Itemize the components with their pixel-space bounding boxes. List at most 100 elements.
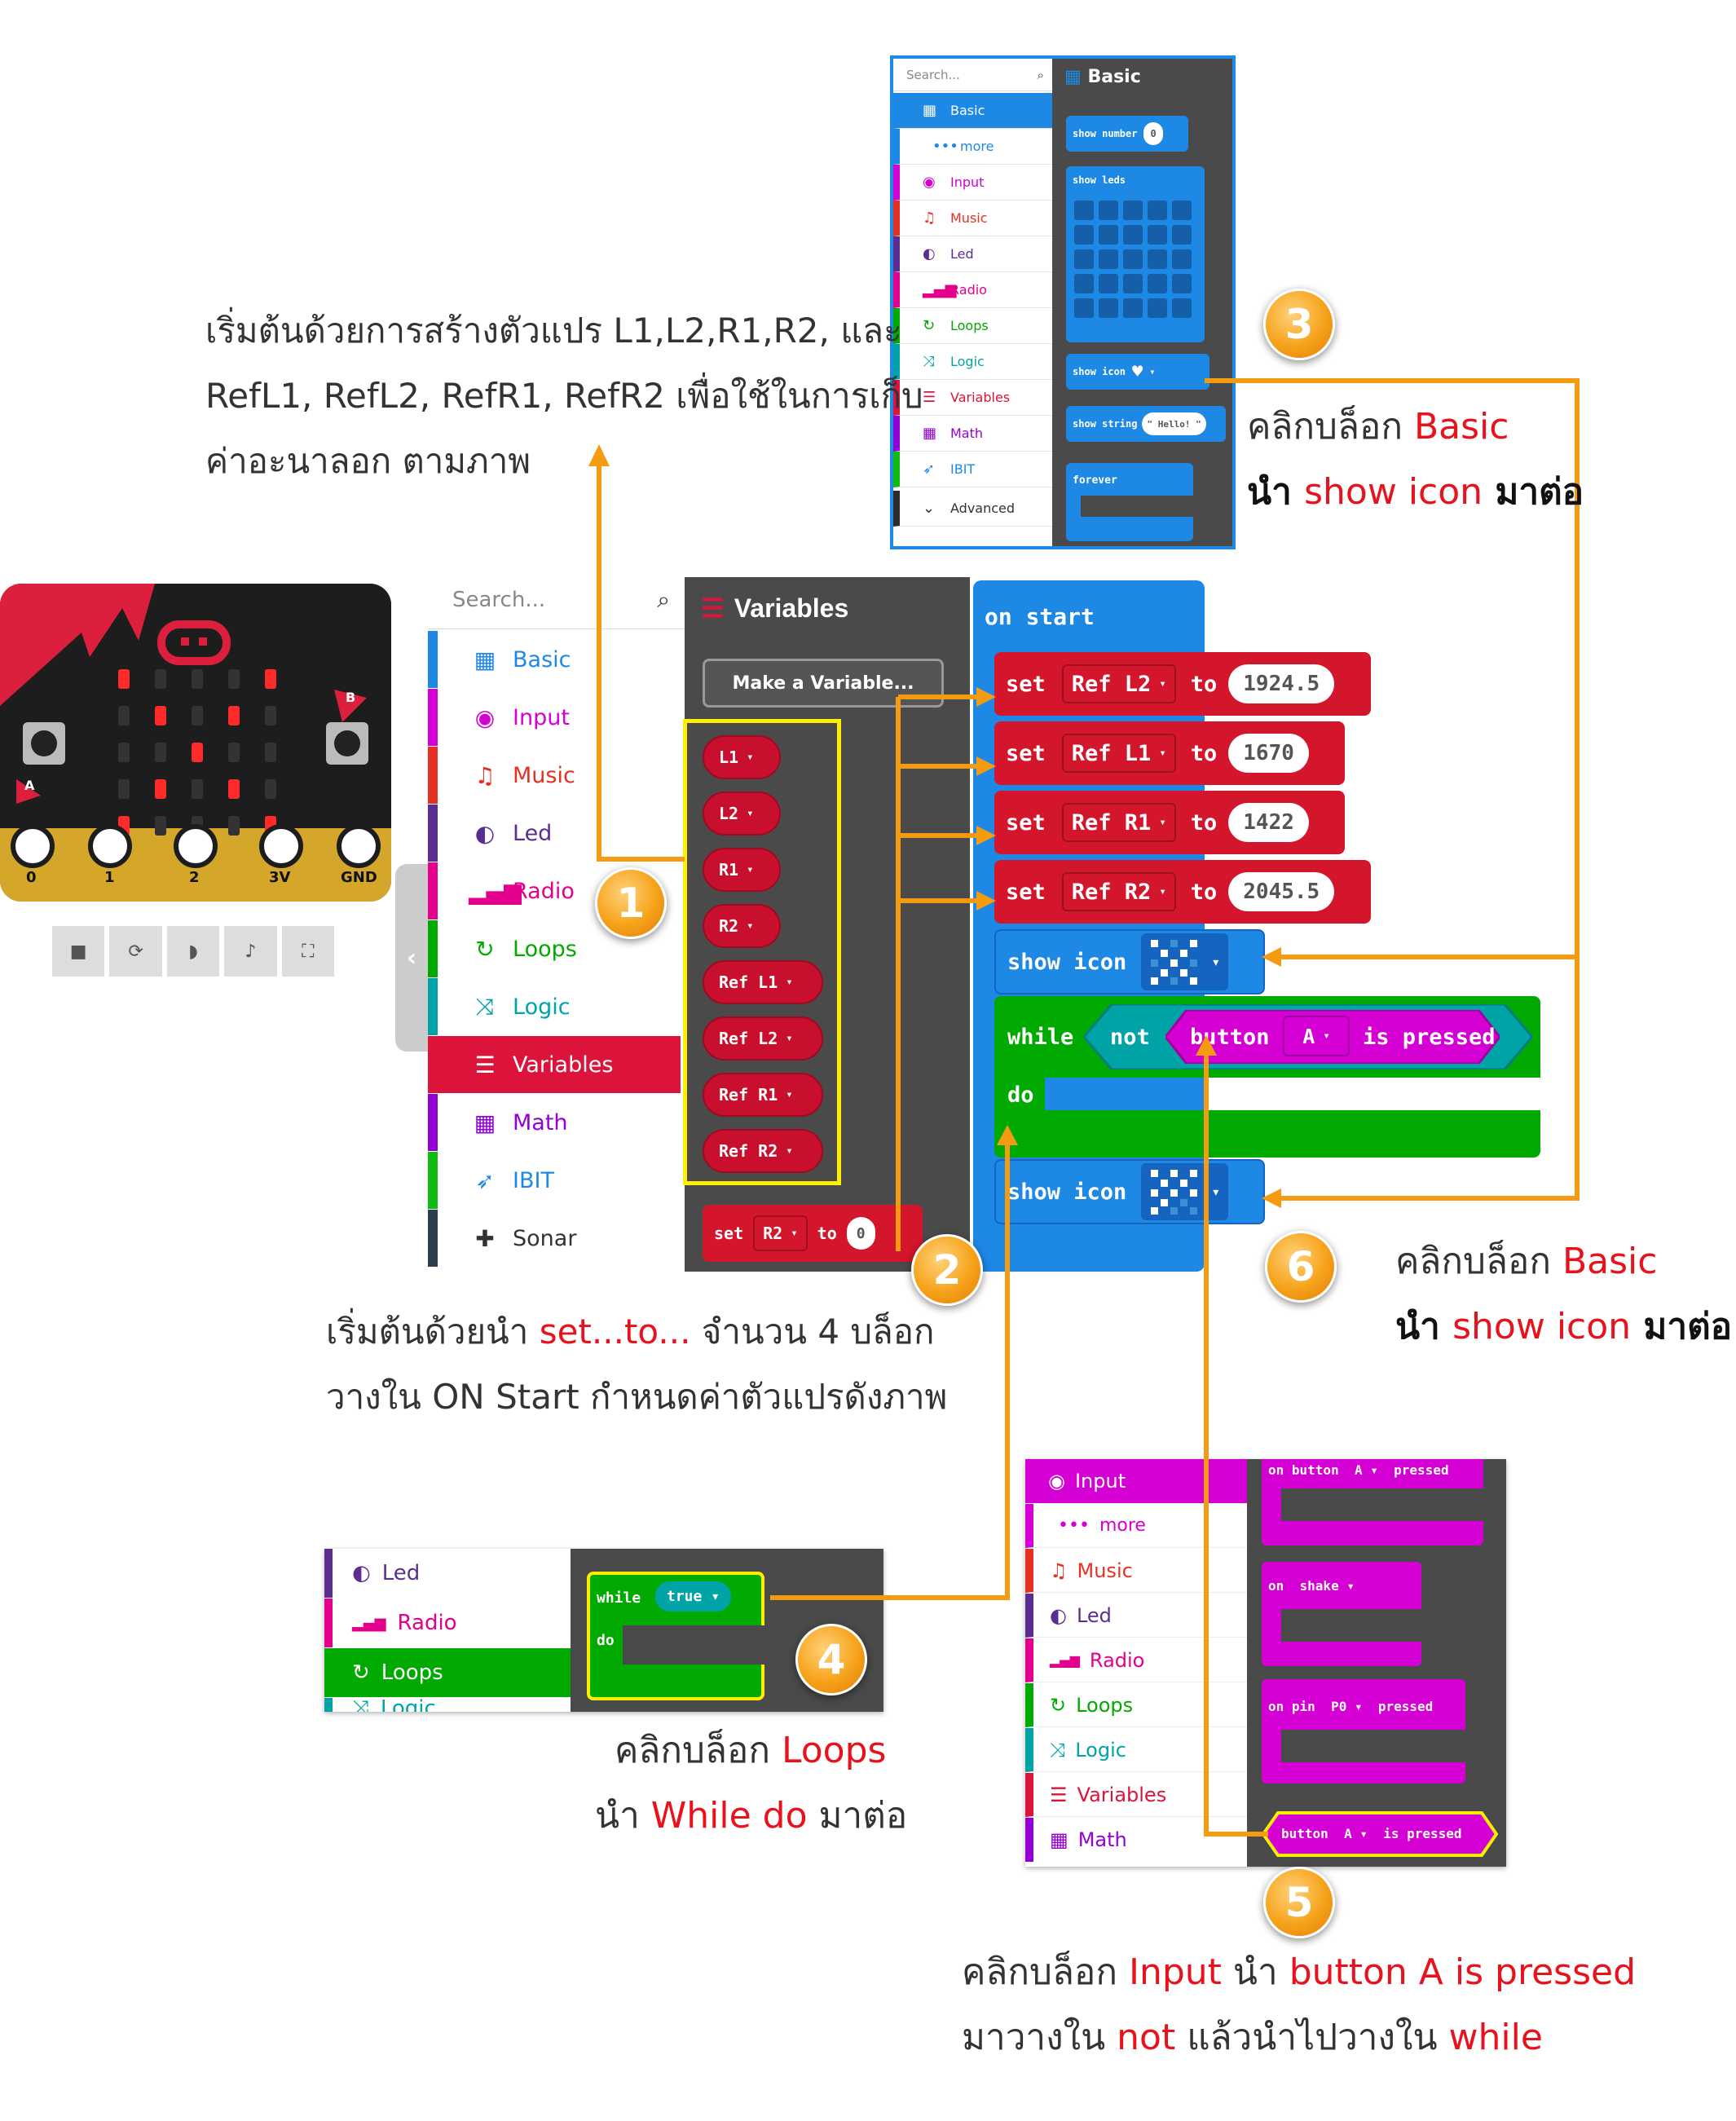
make-variable-button[interactable]: Make a Variable... — [703, 659, 944, 708]
loop-icon: ↻ — [475, 935, 495, 963]
var-block-r2[interactable]: R2▾ — [703, 904, 781, 948]
category-sonar[interactable]: ✚Sonar — [428, 1210, 681, 1267]
lp-category-logic[interactable]: ⤨Logic — [324, 1698, 571, 1712]
ip-category-radio[interactable]: ▂▄▆Radio — [1025, 1638, 1247, 1682]
fullscreen-icon[interactable]: ⛶ — [281, 926, 335, 977]
category-music[interactable]: ♫Music — [428, 747, 681, 804]
toggle-icon: ◐ — [923, 245, 936, 262]
bp-category-radio[interactable]: ▂▄▆Radio — [893, 272, 1052, 308]
var-block-ref-l1[interactable]: Ref L1▾ — [703, 960, 823, 1004]
on-start-label: on start — [985, 603, 1095, 630]
lp-true-block[interactable]: true ▾ — [655, 1581, 732, 1612]
search-icon: ⌕ — [1037, 67, 1044, 82]
bp-category-logic[interactable]: ⤨Logic — [893, 344, 1052, 380]
shuffle-icon: ⤨ — [352, 1698, 369, 1712]
step-badge-6: 6 — [1265, 1231, 1337, 1303]
bp-category-more[interactable]: •••more — [893, 129, 1052, 165]
var-block-ref-l2[interactable]: Ref L2▾ — [703, 1016, 823, 1060]
value-input[interactable]: 1670 — [1228, 734, 1309, 773]
annotation-step-4: คลิกบล็อก Loops นำ While do มาต่อ — [595, 1730, 908, 1837]
value-input[interactable]: 1924.5 — [1228, 664, 1335, 703]
button-key-dropdown[interactable]: A▾ — [1283, 1016, 1350, 1056]
led-grid[interactable] — [1073, 199, 1203, 329]
lp-category-led[interactable]: ◐Led — [324, 1549, 571, 1598]
ip-category-led[interactable]: ◐Led — [1025, 1594, 1247, 1638]
bp-category-math[interactable]: ▦Math — [893, 416, 1052, 452]
value-input[interactable]: 1422 — [1228, 803, 1309, 842]
ip-category-logic[interactable]: ⤨Logic — [1025, 1728, 1247, 1772]
search-placeholder: Search... — [452, 587, 546, 612]
ip-category-music[interactable]: ♫Music — [1025, 1549, 1247, 1593]
simulator-controls: ■ ⟳ ◗ ♪ ⛶ — [52, 926, 335, 977]
bp-category-variables[interactable]: ☰Variables — [893, 380, 1052, 416]
bp-category-loops[interactable]: ↻Loops — [893, 308, 1052, 344]
var-block-r1[interactable]: R1▾ — [703, 848, 781, 892]
category-basic[interactable]: ▦Basic — [428, 631, 681, 688]
ip-category-input[interactable]: ◉Input — [1025, 1459, 1247, 1503]
ip-on-pin-block[interactable]: on pin P0 ▾ pressed — [1262, 1679, 1465, 1784]
var-block-l2[interactable]: L2▾ — [703, 792, 781, 836]
ip-category-math[interactable]: ▦Math — [1025, 1818, 1247, 1862]
ip-category-more[interactable]: •••more — [1025, 1504, 1247, 1548]
while-block-bottom — [994, 1110, 1540, 1158]
bp-category-led[interactable]: ◐Led — [893, 236, 1052, 272]
bp-show-leds-block[interactable]: show leds — [1066, 166, 1205, 342]
button-label: button — [1190, 1025, 1270, 1050]
variables-highlight — [683, 719, 841, 1185]
category-variables[interactable]: ☰Variables — [428, 1036, 681, 1093]
annotation-step-3: คลิกบล็อก Basic นำ show icon มาต่อ — [1247, 406, 1584, 513]
category-math[interactable]: ▦Math — [428, 1094, 681, 1151]
bp-forever-block[interactable]: forever — [1066, 463, 1193, 541]
ip-button-pressed-shape[interactable] — [1262, 1811, 1498, 1857]
category-ibit[interactable]: ➶IBIT — [428, 1152, 681, 1209]
bp-category-basic[interactable]: ▦Basic — [893, 93, 1052, 129]
category-logic[interactable]: ⤨Logic — [428, 978, 681, 1035]
stop-icon[interactable]: ■ — [52, 926, 105, 977]
collapse-simulator-button[interactable]: ‹ — [395, 864, 428, 1052]
basic-panel-search[interactable]: Search...⌕ — [893, 59, 1052, 91]
grid-icon: ▦ — [474, 646, 496, 673]
slowmo-icon[interactable]: ◗ — [166, 926, 220, 977]
toolbox-search[interactable]: Search... ⌕ — [428, 571, 685, 629]
show-icon-block-1[interactable]: show icon ▾ — [994, 929, 1265, 994]
ip-on-button-block[interactable]: on button A ▾ pressed — [1262, 1459, 1483, 1546]
value-input[interactable]: 2045.5 — [1228, 872, 1335, 911]
basic-panel-screenshot: Search...⌕ ▦Basic •••more ◉Input ♫Music … — [890, 55, 1236, 549]
calculator-icon: ▦ — [474, 1109, 496, 1136]
bp-category-ibit[interactable]: ➶IBIT — [893, 452, 1052, 487]
lp-category-loops[interactable]: ↻Loops — [324, 1648, 571, 1697]
bp-category-input[interactable]: ◉Input — [893, 165, 1052, 201]
bp-show-string-block[interactable]: show string" Hello! " — [1066, 406, 1226, 442]
loops-panel-toolbox: ◐Led ▂▄▆Radio ↻Loops ⤨Logic — [324, 1549, 571, 1712]
ip-category-loops[interactable]: ↻Loops — [1025, 1683, 1247, 1727]
var-block-ref-r1[interactable]: Ref R1▾ — [703, 1073, 823, 1117]
ip-on-shake-block[interactable]: on shake ▾ — [1262, 1562, 1421, 1666]
category-input[interactable]: ◉Input — [428, 689, 681, 746]
loop-icon: ↻ — [1050, 1693, 1067, 1717]
ip-category-variables[interactable]: ☰Variables — [1025, 1773, 1247, 1817]
microbit-simulator[interactable]: 0 1 2 3V GND A B — [0, 584, 391, 902]
icon-picker[interactable]: ▾ — [1141, 1163, 1229, 1220]
category-led[interactable]: ◐Led — [428, 805, 681, 862]
lp-while-block[interactable]: while true ▾ do — [587, 1572, 764, 1700]
show-icon-block-2[interactable]: show icon ▾ — [994, 1159, 1265, 1224]
bp-category-music[interactable]: ♫Music — [893, 201, 1052, 236]
bp-show-icon-block[interactable]: show icon♥▾ — [1066, 354, 1209, 390]
var-block-ref-r2[interactable]: Ref R2▾ — [703, 1129, 823, 1173]
icon-picker[interactable]: ▾ — [1141, 933, 1229, 990]
set-var-dropdown[interactable]: R2▾ — [753, 1215, 808, 1251]
sound-icon[interactable]: ♪ — [224, 926, 277, 977]
set-value-input[interactable]: 0 — [846, 1217, 875, 1250]
flyout-set-block[interactable]: set R2▾ to 0 — [703, 1205, 923, 1262]
basic-panel-title: ▦ Basic — [1064, 67, 1141, 87]
var-block-l1[interactable]: L1▾ — [703, 735, 781, 779]
lp-category-radio[interactable]: ▂▄▆Radio — [324, 1598, 571, 1647]
headphones-icon: ♫ — [923, 209, 936, 227]
restart-icon[interactable]: ⟳ — [109, 926, 162, 977]
bp-category-advanced[interactable]: ⌄Advanced — [893, 491, 1052, 527]
